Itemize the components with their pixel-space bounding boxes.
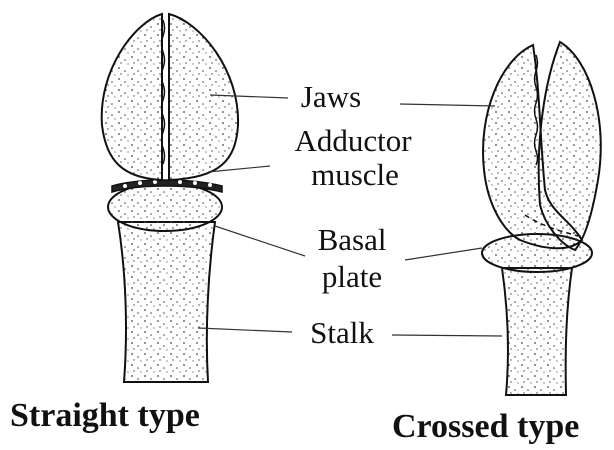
leader-stalk-right (392, 335, 502, 336)
straight-stalk (118, 222, 215, 382)
label-basal-line1: Basal (300, 225, 404, 255)
crossed-stalk (502, 268, 572, 395)
leader-stalk-left (198, 328, 292, 332)
label-stalk: Stalk (292, 318, 392, 348)
label-jaws: Jaws (296, 82, 366, 112)
label-basal-line2: plate (310, 262, 394, 292)
straight-type-pedicellaria (102, 14, 238, 382)
leader-basal-left (215, 226, 305, 256)
crossed-type-pedicellaria (482, 42, 601, 395)
label-adductor-line1: Adductor (280, 126, 426, 156)
leader-basal-right (405, 248, 482, 260)
label-adductor-line2: muscle (300, 160, 410, 190)
straight-left-jaw (102, 14, 162, 180)
leader-jaws-right (400, 104, 495, 106)
straight-right-jaw (169, 14, 238, 180)
straight-basal-plate (108, 183, 222, 231)
caption-straight-type: Straight type (10, 397, 200, 435)
caption-crossed-type: Crossed type (392, 408, 579, 446)
